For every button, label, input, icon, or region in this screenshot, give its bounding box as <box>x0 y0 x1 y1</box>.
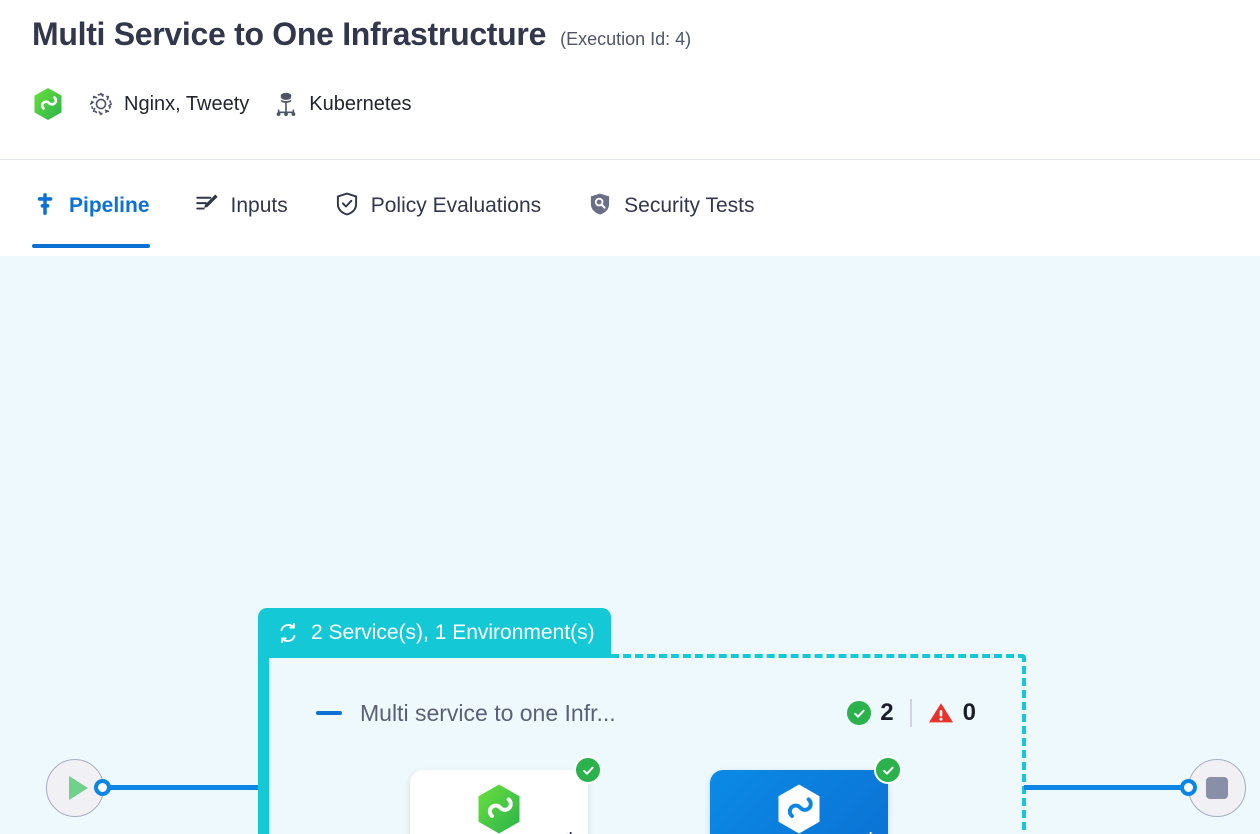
pipeline-icon <box>32 191 58 217</box>
edge-start-to-group <box>106 785 266 790</box>
execution-id-label: (Execution Id: 4) <box>560 29 692 49</box>
tab-security-tests-label: Security Tests <box>624 193 755 217</box>
title-row: Multi Service to One Infrastructure (Exe… <box>32 16 691 53</box>
success-counter: 2 <box>847 699 894 727</box>
tab-policy-evaluations[interactable]: Policy Evaluations <box>334 160 557 248</box>
check-circle-icon <box>574 756 602 784</box>
header-meta-row: Nginx, Tweety <box>32 86 412 122</box>
services-meta: Nginx, Tweety <box>88 91 249 117</box>
stop-icon <box>1206 777 1228 799</box>
service-node-nginx[interactable]: </> (Nginx): Multi service to one... <box>410 756 602 834</box>
group-header: Multi service to one Infr... 2 <box>316 691 976 735</box>
tab-bar: Pipeline Inputs Policy Evaluations <box>0 160 1260 255</box>
security-shield-search-icon <box>587 191 613 217</box>
tab-policy-evaluations-label: Policy Evaluations <box>370 193 542 217</box>
start-node[interactable] <box>46 759 104 817</box>
group-left-accent-bar <box>258 652 269 834</box>
code-brackets-icon[interactable]: </> <box>860 829 880 834</box>
end-node[interactable] <box>1188 759 1246 817</box>
tab-inputs-label: Inputs <box>230 193 288 217</box>
tab-inputs[interactable]: Inputs <box>194 160 304 248</box>
pipeline-canvas[interactable]: 2 Service(s), 1 Environment(s) Multi ser… <box>0 256 1260 834</box>
warning-count: 0 <box>962 699 976 726</box>
collapse-minus-icon[interactable] <box>316 711 342 715</box>
edge-group-to-end <box>1024 785 1188 790</box>
service-node-nginx-box[interactable]: </> <box>410 756 602 834</box>
tab-pipeline-label: Pipeline <box>69 193 150 217</box>
harness-hexagon-logo-icon <box>475 783 523 834</box>
group-title: Multi service to one Infr... <box>360 699 616 726</box>
group-badge-label: 2 Service(s), 1 Environment(s) <box>311 621 595 644</box>
service-node-tweety[interactable]: </> (Tweety, {"__uuid":... <box>710 756 902 834</box>
check-circle-icon <box>847 701 872 725</box>
kubernetes-icon <box>273 90 299 118</box>
check-circle-icon <box>874 756 902 784</box>
loop-repeat-icon <box>276 621 300 645</box>
tab-pipeline[interactable]: Pipeline <box>32 160 164 248</box>
page-title: Multi Service to One Infrastructure <box>32 16 547 52</box>
counter-divider <box>909 699 912 727</box>
infrastructure-meta: Kubernetes <box>273 90 412 118</box>
play-icon <box>68 776 88 800</box>
start-node-port[interactable] <box>94 779 111 796</box>
warning-counter: 0 <box>928 699 976 727</box>
inputs-pencil-icon <box>194 191 220 217</box>
service-group-card[interactable] <box>264 654 1026 834</box>
tab-security-tests[interactable]: Security Tests <box>587 160 770 248</box>
policy-shield-check-icon <box>334 191 360 217</box>
harness-hexagon-logo-icon <box>775 783 823 834</box>
group-badge[interactable]: 2 Service(s), 1 Environment(s) <box>258 608 611 658</box>
code-brackets-icon[interactable]: </> <box>560 829 580 834</box>
group-counters: 2 0 <box>847 699 976 727</box>
harness-hexagon-logo-icon <box>32 87 64 121</box>
end-node-port[interactable] <box>1180 779 1197 796</box>
warning-triangle-icon <box>928 701 954 725</box>
services-label: Nginx, Tweety <box>124 92 250 115</box>
service-node-tweety-box[interactable]: </> <box>710 756 902 834</box>
infrastructure-label: Kubernetes <box>309 92 412 115</box>
gear-icon <box>88 91 114 117</box>
page-header: Multi Service to One Infrastructure (Exe… <box>0 0 1260 160</box>
success-count: 2 <box>880 699 894 726</box>
